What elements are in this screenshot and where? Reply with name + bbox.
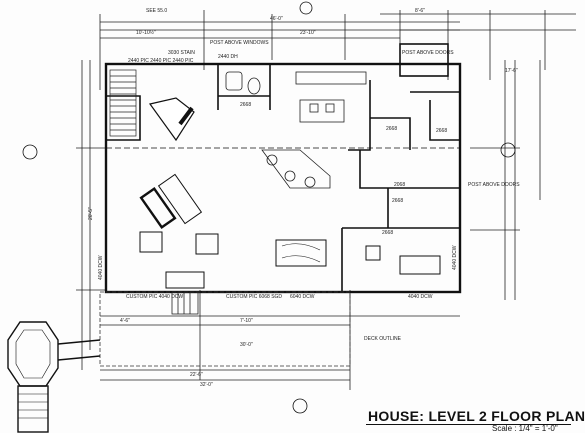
kitchen <box>261 71 367 189</box>
title-underline <box>366 424 571 425</box>
left-dimension-lines <box>76 60 106 370</box>
drawing-title: HOUSE: LEVEL 2 FLOOR PLAN <box>368 408 585 424</box>
door-2668-b: 2668 <box>386 126 397 132</box>
section-markers <box>22 1 516 414</box>
window-dcw-left: 4040 DCW <box>98 255 104 280</box>
dim-left-depth: 20'-5" <box>88 207 94 220</box>
bathroom-fixtures <box>225 71 261 95</box>
note-section-ref: SEE 55.0 <box>146 8 167 14</box>
office-desk <box>365 245 441 275</box>
dim-bottom-b: 7'-10" <box>240 318 253 324</box>
dim-bottom-a: 4'-6" <box>120 318 130 324</box>
exterior-walls <box>104 43 462 294</box>
dim-top-e: 8'-6" <box>415 8 425 14</box>
window-dcw-bottom: 6040 DCW <box>290 294 315 300</box>
window-dcw-right: 4040 DCW <box>452 245 458 270</box>
dim-top-b: 23'-10" <box>300 30 316 36</box>
window-custom-pic-a: CUSTOM PIC 4040 DCW <box>126 294 183 300</box>
dim-bottom-e: 32'-0" <box>200 382 213 388</box>
piano <box>148 97 195 142</box>
dim-top-a: 10'-10½" <box>136 29 156 36</box>
right-dimension-lines <box>470 60 541 300</box>
note-post-above-windows: POST ABOVE WINDOWS <box>210 40 269 46</box>
opening-dh-top: 2440 DH <box>218 54 238 60</box>
door-2668-d: 2668 <box>392 198 403 204</box>
note-post-above-doors-top: POST ABOVE DOORS <box>402 50 454 56</box>
dining-table <box>275 239 327 267</box>
dim-bottom-c: 30'-0" <box>240 342 253 348</box>
opening-pic: 2440 PIC 2440 PIC 2440 PIC <box>128 58 194 64</box>
window-dcw-right-b: 4040 DCW <box>408 294 433 300</box>
top-dimension-lines <box>99 10 576 90</box>
deck-outline <box>99 291 351 367</box>
note-post-above-doors-right: POST ABOVE DOORS <box>468 182 520 188</box>
staircase <box>109 69 137 137</box>
dim-top-c: 46'-0" <box>270 16 283 22</box>
dim-bottom-d: 22'-6" <box>190 372 203 378</box>
living-furniture <box>139 173 219 289</box>
door-2068: 2068 <box>394 182 405 188</box>
note-deck-outline: DECK OUTLINE <box>364 336 402 342</box>
door-2668-a: 2668 <box>240 102 251 108</box>
opening-stain: 3030 STAIN <box>168 50 195 56</box>
door-2668-c: 2668 <box>436 128 447 134</box>
drawing-scale: Scale : 1/4" = 1'-0" <box>492 424 558 433</box>
interior-walls <box>106 64 460 292</box>
bottom-dimension-lines <box>100 290 460 390</box>
door-2668-e: 2668 <box>382 230 393 236</box>
window-custom-pic-b: CUSTOM PIC 6068 SGD <box>226 294 282 300</box>
dim-top-d: 17'-6" <box>505 68 518 74</box>
gazebo-octagon <box>7 321 101 433</box>
